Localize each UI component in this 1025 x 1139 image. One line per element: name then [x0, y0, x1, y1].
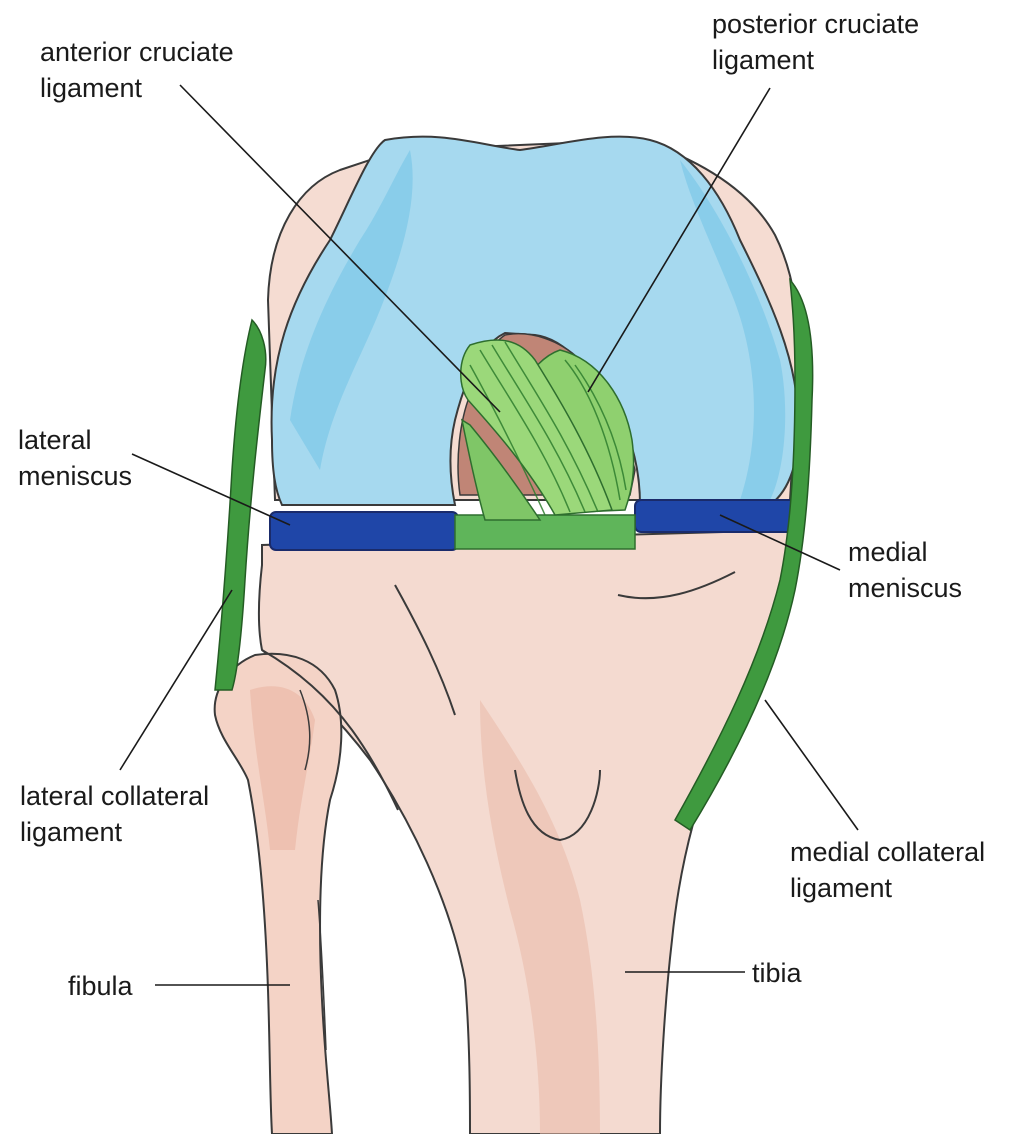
lcl-leader-line: [120, 590, 232, 770]
lateral-meniscus-label-line2: meniscus: [18, 458, 132, 494]
medial-meniscus-label-line2: meniscus: [848, 570, 962, 606]
lateral-meniscus-label: lateral meniscus: [18, 422, 132, 494]
tibial-plateau-band: [455, 515, 635, 549]
lateral-meniscus-label-line1: lateral: [18, 422, 132, 458]
acl-label-line2: ligament: [40, 70, 234, 106]
mcl-leader-line: [765, 700, 858, 830]
acl-label-line1: anterior cruciate: [40, 34, 234, 70]
mcl-label: medial collateral ligament: [790, 834, 985, 906]
medial-meniscus-shape: [635, 500, 800, 532]
mcl-label-line1: medial collateral: [790, 834, 985, 870]
medial-meniscus-label-line1: medial: [848, 534, 962, 570]
lcl-label-line2: ligament: [20, 814, 209, 850]
medial-meniscus-label: medial meniscus: [848, 534, 962, 606]
mcl-label-line2: ligament: [790, 870, 985, 906]
fibula-label: fibula: [68, 968, 133, 1004]
acl-label: anterior cruciate ligament: [40, 34, 234, 106]
lcl-shape: [215, 320, 266, 690]
pcl-label-line1: posterior cruciate: [712, 6, 919, 42]
lateral-meniscus-leader-line: [132, 454, 290, 525]
pcl-label: posterior cruciate ligament: [712, 6, 919, 78]
tibia-label: tibia: [752, 955, 802, 991]
pcl-label-line2: ligament: [712, 42, 919, 78]
lcl-label-line1: lateral collateral: [20, 778, 209, 814]
lcl-label: lateral collateral ligament: [20, 778, 209, 850]
lateral-meniscus-shape: [270, 512, 458, 550]
